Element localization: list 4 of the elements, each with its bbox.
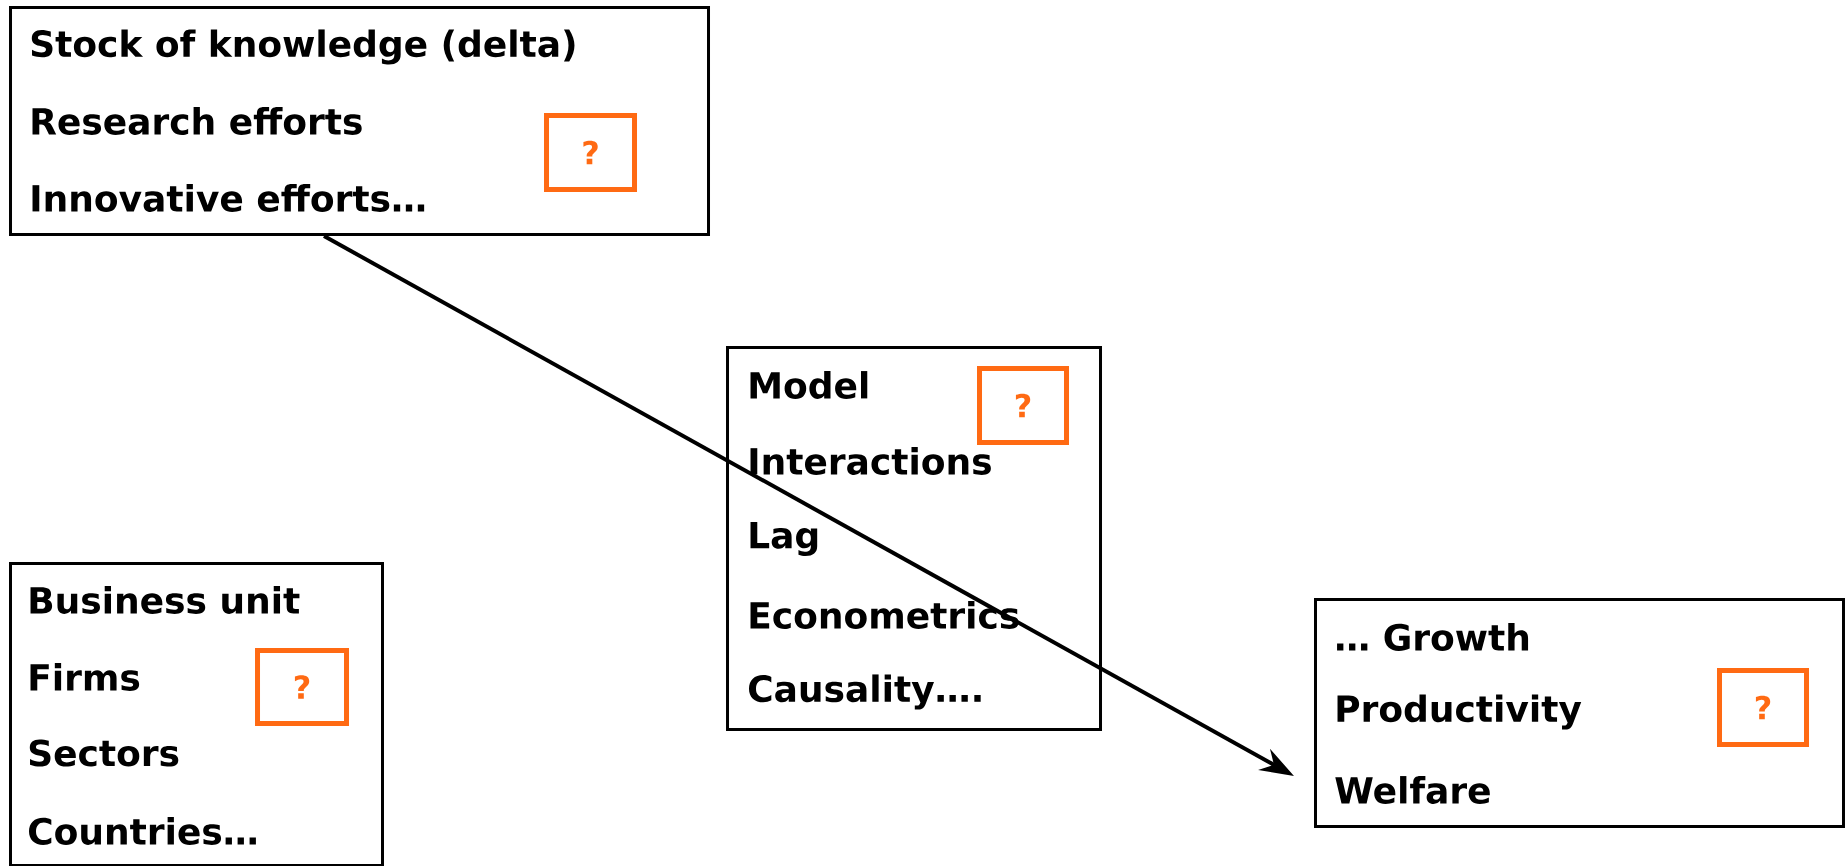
question-box: ? (255, 648, 349, 726)
question-box: ? (544, 113, 637, 192)
question-box: ? (1717, 668, 1809, 747)
question-box: ? (977, 366, 1069, 445)
